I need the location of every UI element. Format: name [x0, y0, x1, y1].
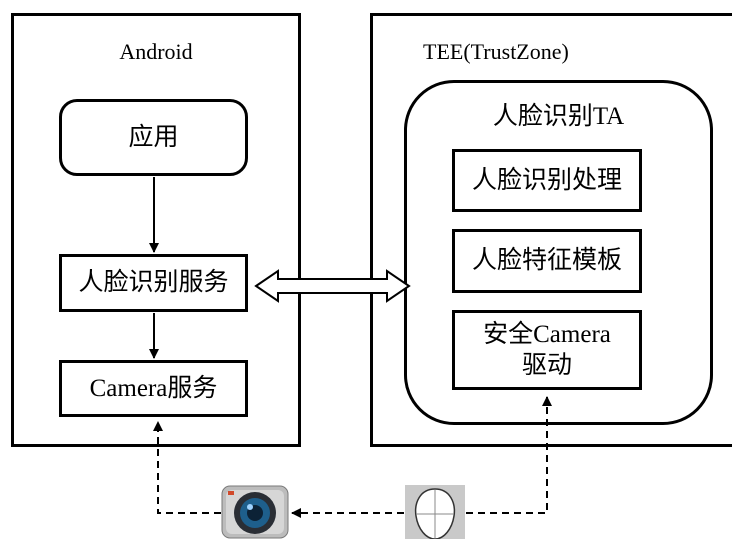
face-outline-icon — [405, 485, 465, 539]
dashed-face-to-driver — [466, 396, 552, 514]
face-recognition-service-box: 人脸识别服务 — [59, 254, 248, 312]
camera-service-box: Camera服务 — [59, 360, 248, 417]
bidirectional-hollow-arrow — [254, 269, 411, 303]
face-processing-box: 人脸识别处理 — [452, 149, 642, 212]
face-template-box: 人脸特征模板 — [452, 229, 642, 293]
secure-camera-line1: 安全Camera — [483, 320, 611, 348]
secure-camera-line2: 驱动 — [521, 352, 572, 379]
app-box: 应用 — [59, 99, 248, 176]
dashed-camera-to-service — [153, 421, 221, 514]
camera-lens-icon — [221, 485, 289, 539]
tee-title: TEE(TrustZone) — [423, 39, 569, 64]
secure-camera-driver-box: 安全Camera 驱动 — [452, 310, 642, 390]
android-title: Android — [119, 39, 193, 64]
ta-title: 人脸识别TA — [492, 103, 625, 130]
